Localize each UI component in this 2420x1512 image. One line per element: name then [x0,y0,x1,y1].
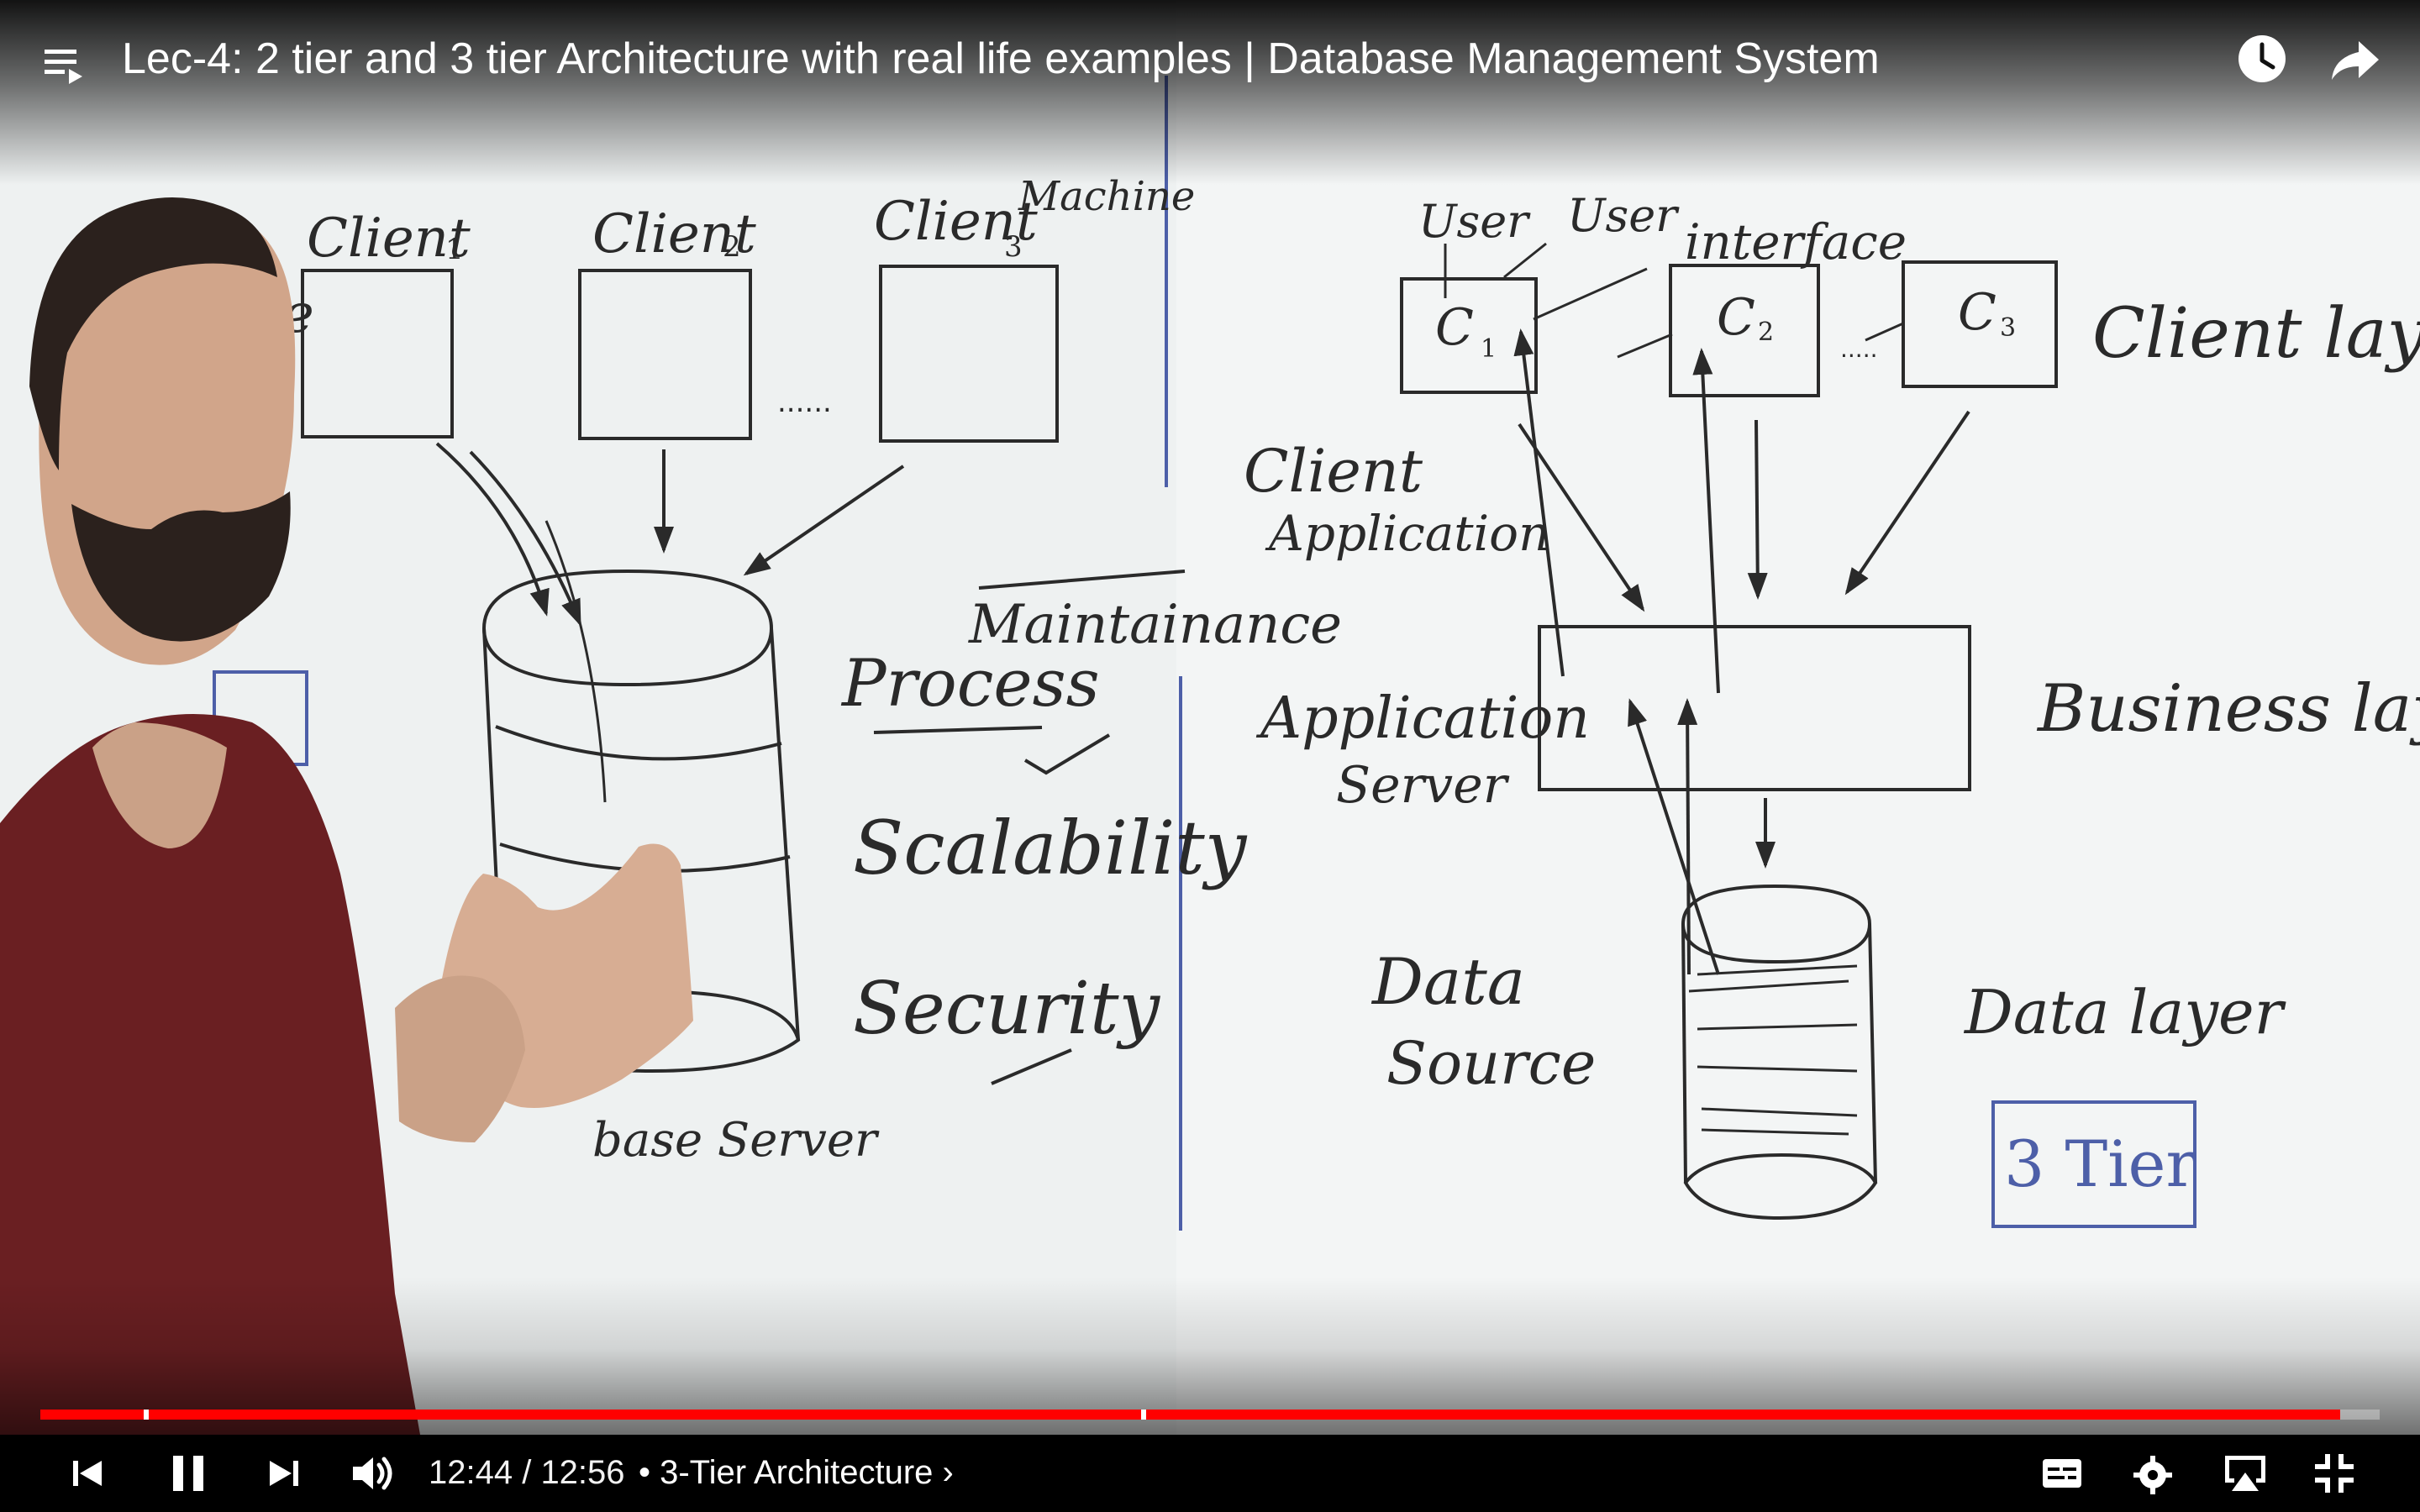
c2-subscript: 2 [1758,318,1774,347]
client1-box [301,269,454,438]
c1-box [1400,277,1538,394]
client-dots: ...... [777,386,832,419]
maintenance-overline [978,570,1186,590]
exit-fullscreen-button[interactable] [2304,1443,2365,1504]
data-source-line1: Data [1370,944,1525,1019]
three-tier-label: 3 Tier [2004,1126,2196,1201]
client2-box [578,269,752,440]
watch-later-button[interactable] [2232,29,2292,89]
client-app-line2: Application [1265,505,1549,562]
data-business-arrow-1 [1628,698,1720,975]
previous-button[interactable] [57,1443,118,1504]
checkmark [1023,733,1111,775]
c3-subscript: 3 [2000,313,2016,343]
airplay-icon [2225,1456,2265,1491]
airplay-button[interactable] [2215,1443,2275,1504]
captions-button[interactable] [2032,1443,2092,1504]
c1-business-arrow [1518,423,1645,612]
process-underline [873,726,1043,734]
database-server-label: base Server [592,1113,880,1168]
pause-button[interactable] [158,1443,218,1504]
chapter-title: • 3-Tier Architecture [639,1454,934,1491]
c2-label: C [1717,288,1755,347]
volume-button[interactable] [341,1443,402,1504]
playlist-icon [45,50,82,84]
business-layer-label: Business layer [2036,671,2420,747]
c2-business-arrow [1747,419,1768,600]
c3-label: C [1958,283,1996,342]
clock-icon [2238,35,2286,82]
control-bar: 12:44 / 12:56 • 3-Tier Architecture › [0,1435,2420,1512]
database-cylinder-right [1681,884,1878,1221]
c3-business-arrow [1844,410,1970,596]
security-underline [991,1048,1072,1085]
right-client-dots: ..... [1840,335,1878,363]
client1-db-arrow [435,442,550,617]
playlist-button[interactable] [34,34,94,94]
video-title[interactable]: Lec-4: 2 tier and 3 tier Architecture wi… [122,34,1880,83]
exit-fullscreen-icon [2315,1454,2354,1493]
client2-subscript: 2 [723,230,741,264]
progress-bar[interactable] [40,1410,2380,1420]
c1-subscript: 1 [1481,334,1497,364]
c2-box [1669,264,1820,397]
c1-label: C [1435,298,1474,357]
pause-icon [173,1456,203,1491]
next-button[interactable] [254,1443,314,1504]
client3-subscript: 3 [1004,230,1023,264]
security-label: Security [853,967,1161,1051]
captions-icon [2043,1459,2081,1488]
data-source-line2: Source [1386,1029,1596,1098]
data-layer-label: Data layer [1963,977,2286,1047]
settings-icon [2133,1456,2172,1494]
business-layer-box [1538,625,1971,791]
process-label: Process [840,646,1100,722]
client1-label: Client [307,207,471,270]
data-business-arrow-2 [1677,698,1698,975]
presenter [0,197,693,1435]
application-server-line1: Application [1255,685,1590,752]
chapter-marker-1 [144,1410,149,1420]
video-frame[interactable]: Client 1 Client 2 Client 3 Machine .....… [0,0,2420,1435]
user2-label: User [1567,189,1680,242]
next-icon [270,1461,298,1486]
progress-played [40,1410,2340,1420]
chapter-marker-2 [1141,1410,1146,1420]
previous-icon [73,1461,102,1486]
whiteboard: Client 1 Client 2 Client 3 Machine .....… [0,0,2420,1435]
user1-label: User [1418,195,1531,248]
client3-db-arrow [743,465,905,576]
client3-label: Client [874,191,1038,253]
client1-subscript: 1 [445,233,464,266]
three-tier-box [1991,1100,2196,1228]
scalability-label: Scalability [853,805,1248,891]
interface-label: interface [1685,213,1907,270]
chapter-title-button[interactable]: • 3-Tier Architecture › [639,1449,954,1496]
settings-button[interactable]: HD [2124,1443,2185,1504]
share-icon [2332,41,2379,80]
machine-label: Machine [1018,173,1195,220]
client3-box [879,265,1059,443]
client1-db-arrow-back [469,450,581,627]
time-display: 12:44 / 12:56 [429,1454,625,1491]
c2-up-arrow [1692,348,1720,694]
application-server-line2: Server [1336,756,1510,815]
c1-up-arrow [1513,328,1565,677]
client-layer-label: Client layer [2092,294,2420,374]
client2-label: Client [592,203,756,265]
chapter-chevron-icon: › [942,1454,954,1491]
volume-icon [353,1457,392,1490]
client-app-line1: Client [1244,437,1423,506]
maintenance-label: Maintainance [968,594,1342,656]
share-button[interactable] [2324,29,2385,89]
